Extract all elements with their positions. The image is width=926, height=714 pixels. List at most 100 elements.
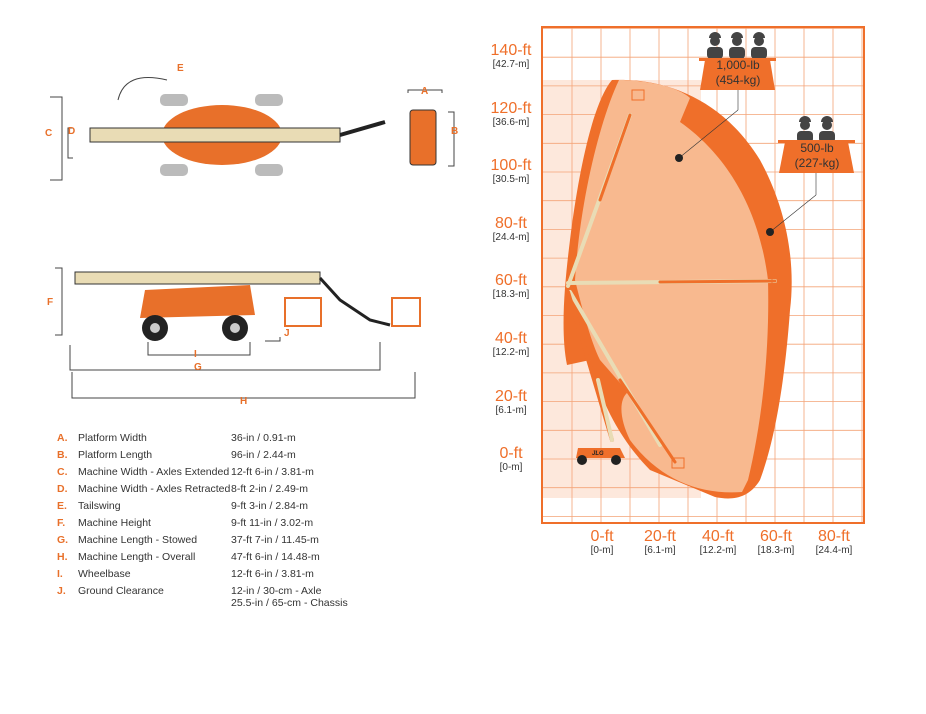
- envelope-1000lb: [575, 80, 769, 493]
- tick-ft: 0-ft: [499, 445, 523, 463]
- tick-ft: 120-ft: [490, 99, 532, 117]
- spec-row: A. Platform Width 36-in / 0.91-m: [57, 432, 371, 449]
- tick-ft: 40-ft: [494, 330, 527, 347]
- x-tick-label: 20-ft[6.1-m]: [630, 528, 690, 556]
- tick-m: [24.4-m]: [492, 231, 530, 243]
- tick-m: [6.1-m]: [644, 545, 676, 556]
- spec-value-line: 8-ft 2-in / 2.49-m: [231, 483, 309, 495]
- tick-m: [6.1-m]: [495, 404, 527, 416]
- tick-ft: 0-ft: [590, 528, 614, 545]
- dim-i: I: [194, 349, 197, 360]
- y-tick-label: 100-ft[30.5-m]: [481, 157, 541, 185]
- x-tick-label: 40-ft[12.2-m]: [688, 528, 748, 556]
- x-tick-label: 0-ft[0-m]: [572, 528, 632, 556]
- worker-icon: [729, 32, 745, 59]
- spec-value: 47-ft 6-in / 14.48-m: [231, 551, 371, 563]
- spec-value: 9-ft 11-in / 3.02-m: [231, 517, 371, 529]
- capacity-kg: (454-kg): [715, 73, 761, 87]
- spec-value: 37-ft 7-in / 11.45-m: [231, 534, 371, 546]
- spec-value-line: 36-in / 0.91-m: [231, 432, 296, 444]
- spec-label: Platform Width: [78, 432, 147, 444]
- capacity-lb: 1,000-lb: [716, 58, 760, 72]
- tick-ft: 80-ft: [494, 214, 527, 232]
- capacity-1000lb-badge: [675, 32, 776, 162]
- dim-c: C: [45, 128, 53, 139]
- capacity-500lb-label: 500-lb (227-kg): [779, 141, 855, 171]
- spec-value: 9-ft 3-in / 2.84-m: [231, 500, 371, 512]
- tick-m: [12.2-m]: [699, 545, 737, 556]
- spec-letter: E.: [57, 500, 67, 512]
- spec-value: 12-ft 6-in / 3.81-m: [231, 466, 371, 478]
- spec-letter: B.: [57, 449, 68, 461]
- spec-value-line: 25.5-in / 65-cm - Chassis: [231, 597, 348, 609]
- spec-row: H. Machine Length - Overall 47-ft 6-in / 1…: [57, 551, 371, 568]
- spec-label: Machine Length - Overall: [78, 551, 196, 563]
- tick-ft: 140-ft: [490, 42, 532, 59]
- dim-j: J: [284, 328, 290, 339]
- spec-value-line: 12-in / 30-cm - Axle: [231, 585, 322, 597]
- spec-value-line: 12-ft 6-in / 3.81-m: [231, 568, 314, 580]
- tick-m: [12.2-m]: [492, 347, 530, 358]
- tick-m: [18.3-m]: [492, 289, 530, 301]
- dim-a: A: [421, 86, 429, 97]
- dim-d: D: [68, 126, 76, 137]
- y-tick-label: 40-ft[12.2-m]: [481, 330, 541, 358]
- tick-ft: 80-ft: [817, 528, 850, 545]
- platform-icon: [771, 274, 785, 286]
- spec-value: 36-in / 0.91-m: [231, 432, 371, 444]
- spec-value: 8-ft 2-in / 2.49-m: [231, 483, 371, 495]
- spec-value-line: 47-ft 6-in / 14.48-m: [231, 551, 320, 563]
- brand-logo: JLG: [592, 451, 604, 457]
- tick-ft: 60-ft: [759, 528, 792, 545]
- platform-icon: [631, 89, 645, 101]
- point-marker: [675, 154, 683, 162]
- tick-ft: 60-ft: [494, 272, 527, 290]
- spec-value-line: 9-ft 3-in / 2.84-m: [231, 500, 309, 512]
- tick-ft: 40-ft: [701, 528, 734, 545]
- tick-ft: 20-ft: [494, 387, 527, 405]
- machine-top-view: [50, 77, 455, 181]
- capacity-lb: 500-lb: [800, 141, 834, 155]
- spec-letter: A.: [57, 432, 68, 444]
- capacity-500lb-badge: [766, 116, 855, 236]
- spec-label: Machine Length - Stowed: [78, 534, 198, 546]
- spec-value-line: 9-ft 11-in / 3.02-m: [231, 517, 314, 529]
- tick-m: [18.3-m]: [757, 545, 795, 556]
- tick-m: [0-m]: [499, 462, 523, 474]
- spec-label: Platform Length: [78, 449, 153, 461]
- dim-b: B: [451, 126, 459, 137]
- dim-h: H: [240, 396, 248, 407]
- x-tick-label: 80-ft[24.4-m]: [804, 528, 864, 556]
- stowed-machine-icon: [576, 448, 625, 465]
- tick-m: [24.4-m]: [815, 545, 853, 556]
- tick-m: [36.6-m]: [492, 116, 530, 128]
- spec-letter: H.: [57, 551, 68, 563]
- spec-value-line: 37-ft 7-in / 11.45-m: [231, 534, 319, 546]
- tick-m: [42.7-m]: [492, 59, 530, 70]
- dim-e: E: [177, 63, 184, 74]
- y-tick-label: 120-ft[36.6-m]: [481, 100, 541, 128]
- worker-icon: [751, 32, 767, 59]
- machine-side-view: [55, 267, 421, 399]
- capacity-1000lb-label: 1,000-lb (454-kg): [700, 58, 776, 88]
- y-tick-label: 60-ft[18.3-m]: [481, 272, 541, 300]
- y-tick-label: 80-ft[24.4-m]: [481, 215, 541, 243]
- spec-label: Machine Width - Axles Retracted: [78, 483, 231, 495]
- tick-m: [0-m]: [590, 545, 614, 556]
- tick-ft: 100-ft: [490, 157, 532, 175]
- boom-positions: [566, 113, 777, 464]
- spec-letter: J.: [57, 585, 66, 597]
- spec-letter: I.: [57, 568, 63, 580]
- worker-icon: [707, 32, 723, 59]
- spec-value: 12-ft 6-in / 3.81-m: [231, 568, 371, 580]
